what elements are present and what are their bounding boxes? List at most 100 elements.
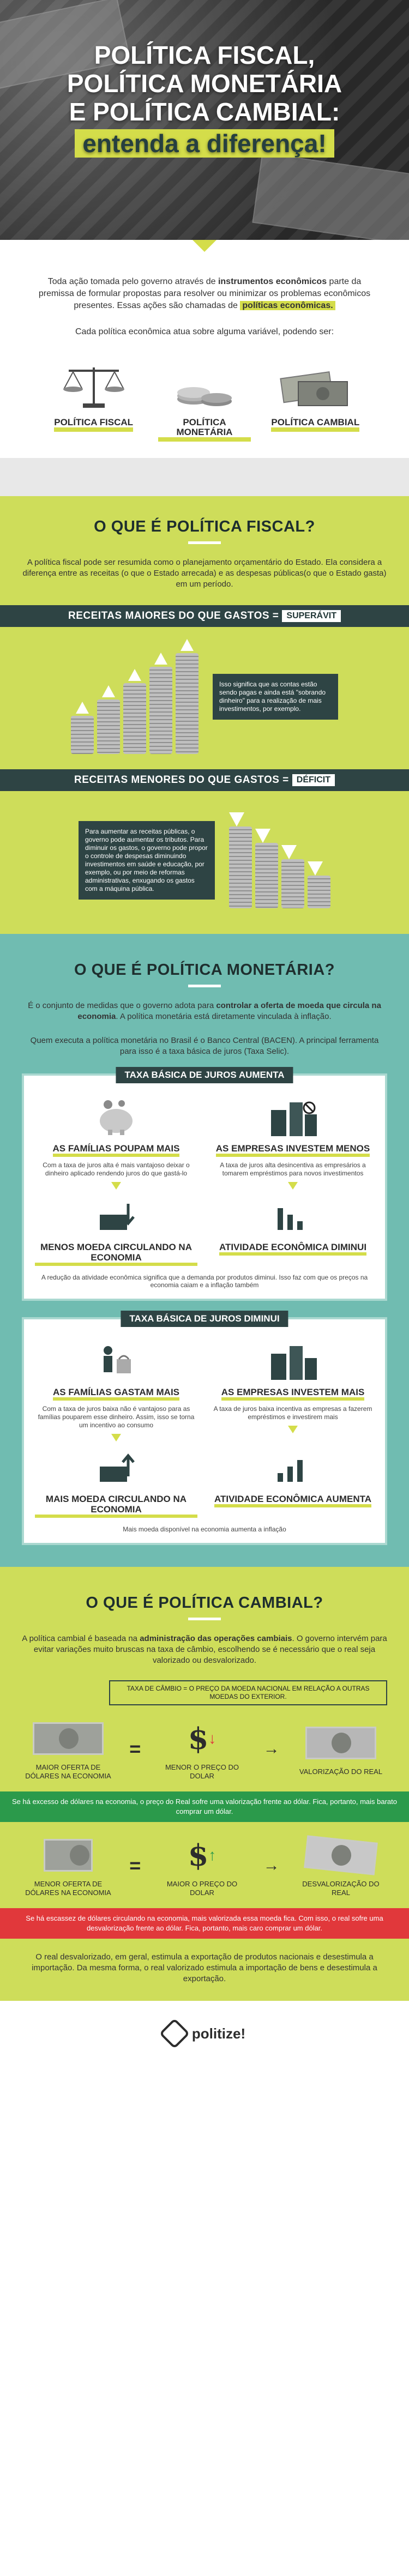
- panel-note: A redução da atividade econômica signifi…: [41, 1274, 368, 1289]
- mais-moeda-card: MAIS MOEDA CIRCULANDO NA ECONOMIA: [35, 1447, 197, 1518]
- panel-title: TAXA BÁSICA DE JUROS AUMENTA: [116, 1067, 293, 1083]
- dollar-up-icon: $↑: [188, 1838, 216, 1873]
- politize-logo: politize!: [191, 2025, 246, 2042]
- cambial-title: O QUE É POLÍTICA CAMBIAL?: [22, 1594, 387, 1620]
- shopping-icon: [35, 1340, 197, 1384]
- card-heading: MENOS MOEDA CIRCULANDO NA ECONOMIA: [35, 1242, 197, 1266]
- panel-title: TAXA BÁSICA DE JUROS DIMINUI: [121, 1311, 288, 1327]
- empresas-investem-menos-card: AS EMPRESAS INVESTEM MENOS A taxa de jur…: [212, 1096, 374, 1190]
- money-up-icon: [35, 1447, 197, 1491]
- intro-text: parte da premissa de formular propostas …: [38, 277, 371, 310]
- torn-bill-icon: [294, 1834, 387, 1877]
- card-text: Com a taxa de juros alta é mais vantajos…: [43, 1161, 190, 1177]
- arrow-down-icon: [281, 845, 297, 859]
- card-heading: AS EMPRESAS INVESTEM MAIS: [221, 1387, 365, 1401]
- fiscal-paragraph: A política fiscal pode ser resumida como…: [22, 558, 387, 589]
- monetaria-text: . A política monetária está diretamente …: [116, 1012, 332, 1021]
- valorizacao-row: MAIOR OFERTA DE DÓLARES NA ECONOMIA = $↓…: [22, 1717, 387, 1781]
- arrow-down-icon: [288, 1182, 298, 1190]
- eq-caption: DESVALORIZAÇÃO DO REAL: [302, 1880, 380, 1897]
- arrow-down-icon: [229, 812, 244, 827]
- pillar-label: POLÍTICA FISCAL: [54, 418, 134, 432]
- dollar-bills-icon: [22, 1834, 115, 1877]
- card-text: Com a taxa de juros baixa não é vantajos…: [38, 1405, 195, 1429]
- intro-section: Toda ação tomada pelo governo através de…: [0, 240, 409, 458]
- dollar-bills-icon: [22, 1717, 115, 1760]
- infographic: POLÍTICA FISCAL, POLÍTICA MONETÁRIA E PO…: [0, 0, 409, 2066]
- dollar-down-icon: $↓: [188, 1721, 216, 1756]
- card-text: A taxa de juros baixa incentiva as empre…: [213, 1405, 372, 1421]
- cambial-bold: administração das operações cambiais: [140, 1634, 292, 1643]
- superavit-info: Isso significa que as contas estão sendo…: [213, 673, 338, 720]
- intro-bold: instrumentos econômicos: [218, 277, 327, 286]
- juros-diminui-grid: AS FAMÍLIAS GASTAM MAIS Com a taxa de ju…: [35, 1340, 374, 1518]
- eq-caption: MENOR O PREÇO DO DOLAR: [165, 1763, 239, 1780]
- panel-note: Mais moeda disponível na economia aument…: [123, 1525, 286, 1533]
- menor-oferta-item: MENOR OFERTA DE DÓLARES NA ECONOMIA: [22, 1834, 115, 1897]
- maior-oferta-item: MAIOR OFERTA DE DÓLARES NA ECONOMIA: [22, 1717, 115, 1781]
- arrow-down-icon: [288, 1426, 298, 1433]
- valorizacao-explanation: Se há excesso de dólares na economia, o …: [0, 1791, 409, 1822]
- cambial-text: A política cambial é baseada na: [22, 1634, 140, 1643]
- juros-aumenta-grid: AS FAMÍLIAS POUPAM MAIS Com a taxa de ju…: [35, 1096, 374, 1266]
- hero-title: POLÍTICA FISCAL, POLÍTICA MONETÁRIA E PO…: [0, 41, 409, 158]
- superavit-strip: RECEITAS MAIORES DO QUE GASTOS = SUPERÁV…: [0, 605, 409, 627]
- pillar-cambial: POLÍTICA CAMBIAL: [269, 360, 362, 442]
- eq-caption: VALORIZAÇÃO DO REAL: [299, 1767, 383, 1776]
- card-heading: ATIVIDADE ECONÔMICA DIMINUI: [219, 1242, 367, 1256]
- hero-banner: POLÍTICA FISCAL, POLÍTICA MONETÁRIA E PO…: [0, 0, 409, 240]
- familias-poupam-card: AS FAMÍLIAS POUPAM MAIS Com a taxa de ju…: [35, 1096, 197, 1190]
- fiscal-section: O QUE É POLÍTICA FISCAL? A política fisc…: [0, 496, 409, 934]
- empresas-investem-mais-card: AS EMPRESAS INVESTEM MAIS A taxa de juro…: [212, 1340, 374, 1441]
- cambial-conclusion: O real desvalorizado, em geral, estimula…: [32, 1952, 377, 1983]
- maior-preco-item: $↑ MAIOR O PREÇO DO DOLAR: [156, 1834, 249, 1897]
- arrow-down-icon: [255, 829, 270, 843]
- rising-coins-icon: [71, 639, 199, 754]
- exchange-icon: [269, 360, 362, 409]
- fiscal-title: O QUE É POLÍTICA FISCAL?: [22, 518, 387, 544]
- hero-title-line: POLÍTICA MONETÁRIA: [67, 69, 342, 98]
- triangle-marker: [193, 240, 216, 252]
- pillar-label: POLÍTICA MONETÁRIA: [158, 418, 251, 442]
- real-bill-icon: [294, 1722, 387, 1764]
- superavit-label: RECEITAS MAIORES DO QUE GASTOS =: [68, 610, 279, 622]
- cambial-paragraph: A política cambial é baseada na administ…: [22, 1633, 387, 1666]
- superavit-tag: SUPERÁVIT: [282, 610, 341, 622]
- card-heading: MAIS MOEDA CIRCULANDO NA ECONOMIA: [35, 1494, 197, 1518]
- coins-icon: [158, 360, 251, 409]
- valorizacao-item: VALORIZAÇÃO DO REAL: [294, 1722, 387, 1776]
- arrow-up-icon: [102, 685, 115, 697]
- equals-sign: =: [129, 1738, 141, 1760]
- juros-aumenta-panel: TAXA BÁSICA DE JUROS AUMENTA AS FAMÍLIAS…: [22, 1067, 387, 1301]
- buildings-icon: [212, 1096, 374, 1140]
- intro-paragraph-2: Cada política econômica atua sobre algum…: [75, 327, 334, 336]
- deficit-info: Para aumentar as receitas públicas, o go…: [79, 821, 215, 900]
- intro-text: Toda ação tomada pelo governo através de: [47, 277, 218, 286]
- buildings-icon: [212, 1340, 374, 1384]
- politize-logo-icon: [159, 2018, 190, 2049]
- juros-diminui-panel: TAXA BÁSICA DE JUROS DIMINUI AS FAMÍLIAS…: [22, 1311, 387, 1545]
- deficit-label: RECEITAS MENORES DO QUE GASTOS =: [74, 774, 289, 786]
- atividade-diminui-card: ATIVIDADE ECONÔMICA DIMINUI: [212, 1195, 374, 1266]
- arrow-up-icon: [154, 653, 167, 665]
- intro-highlight: políticas econômicas.: [240, 301, 335, 310]
- eq-caption: MENOR OFERTA DE DÓLARES NA ECONOMIA: [25, 1880, 111, 1897]
- hero-highlight: entenda a diferença!: [75, 129, 334, 158]
- familias-gastam-card: AS FAMÍLIAS GASTAM MAIS Com a taxa de ju…: [35, 1340, 197, 1441]
- atividade-aumenta-card: ATIVIDADE ECONÔMICA AUMENTA: [212, 1447, 374, 1518]
- deficit-tag: DÉFICIT: [292, 774, 335, 786]
- menor-preco-item: $↓ MENOR O PREÇO DO DOLAR: [156, 1717, 249, 1781]
- divider-band: [0, 458, 409, 496]
- card-heading: AS FAMÍLIAS GASTAM MAIS: [52, 1387, 179, 1401]
- footer: politize!: [0, 2001, 409, 2066]
- monetaria-text: É o conjunto de medidas que o governo ad…: [28, 1001, 216, 1010]
- card-text: A taxa de juros alta desincentiva as emp…: [220, 1161, 366, 1177]
- arrow-down-icon: [111, 1434, 121, 1441]
- scale-icon: [47, 360, 140, 409]
- eq-caption: MAIOR OFERTA DE DÓLARES NA ECONOMIA: [25, 1763, 111, 1780]
- card-heading: ATIVIDADE ECONÔMICA AUMENTA: [214, 1494, 372, 1507]
- monetaria-title: O QUE É POLÍTICA MONETÁRIA?: [22, 961, 387, 987]
- monetaria-paragraph: É o conjunto de medidas que o governo ad…: [22, 1000, 387, 1022]
- pillar-fiscal: POLÍTICA FISCAL: [47, 360, 140, 442]
- policy-pillars: POLÍTICA FISCAL POLÍTICA MONETÁRIA POLÍT…: [38, 360, 371, 458]
